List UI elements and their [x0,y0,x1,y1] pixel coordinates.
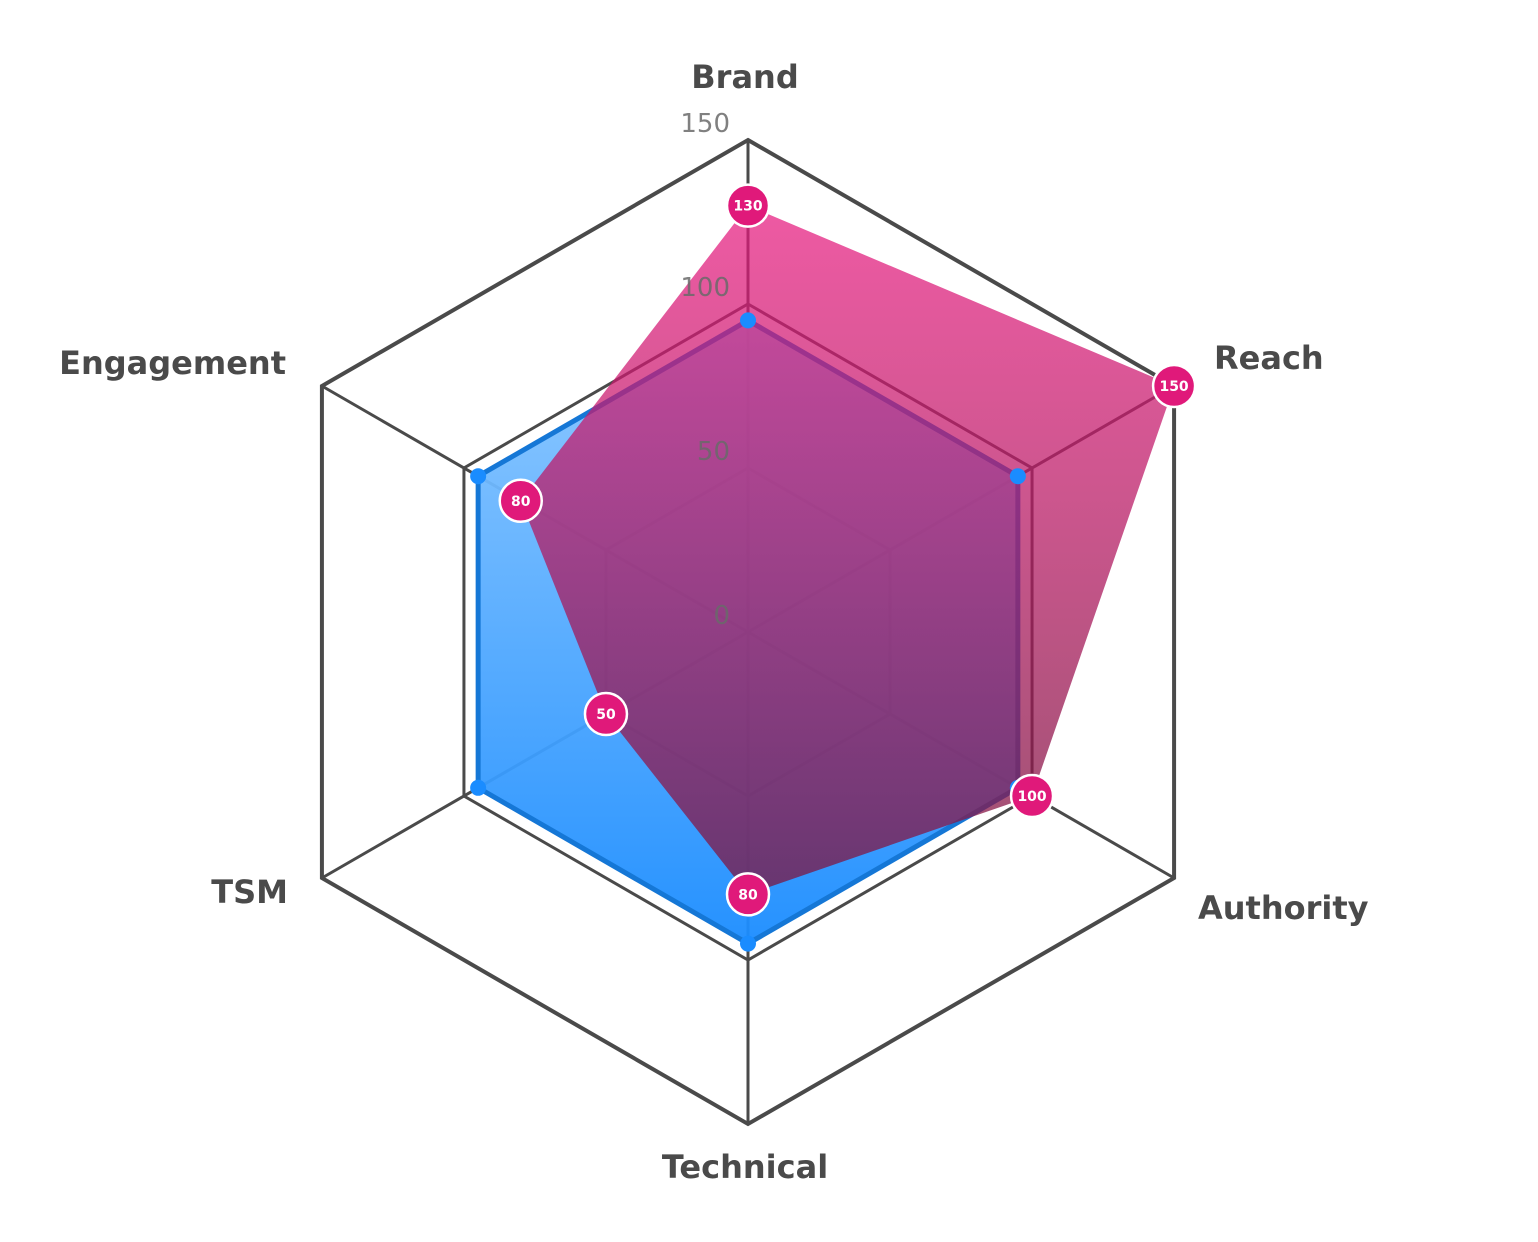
axis-label-reach: Reach [1214,339,1324,377]
axis-label-technical: Technical [662,1148,828,1186]
data-label-authority: 100 [1017,789,1046,805]
data-marker[interactable] [725,183,771,228]
data-point-authority[interactable]: 100 [1009,773,1055,819]
data-point-reach[interactable]: 150 [1151,363,1197,409]
axis-label-authority: Authority [1198,889,1369,927]
series-area-2 [520,205,1175,895]
data-dot-engagement[interactable] [470,468,487,485]
axis-label-tsm: TSM [211,873,288,911]
tick-label-0: 0 [713,601,730,631]
data-label-technical: 80 [738,887,758,903]
data-point-tsm[interactable]: 50 [583,691,629,737]
data-dot-reach[interactable] [1009,468,1026,485]
data-dot-technical[interactable] [740,935,756,952]
data-label-reach: 150 [1159,379,1188,395]
data-marker[interactable] [583,691,629,737]
data-label-brand: 130 [733,199,762,215]
data-point-engagement[interactable]: 80 [498,478,544,524]
axis-label-brand: Brand [691,58,798,96]
data-point-technical[interactable]: 80 [725,872,771,917]
data-marker[interactable] [1009,773,1055,819]
axis-label-engagement: Engagement [59,344,286,382]
data-marker[interactable] [1151,363,1197,409]
data-label-tsm: 50 [596,707,616,723]
data-point-brand[interactable]: 130 [725,183,771,228]
data-marker[interactable] [725,872,771,917]
data-label-engagement: 80 [511,494,531,510]
tick-label-50: 50 [697,437,730,467]
tick-label-150: 150 [680,109,730,139]
series-layer [475,205,1175,947]
tick-layer: 0 50 100 150 [680,109,730,631]
data-dot-brand[interactable] [740,312,756,329]
tick-label-100: 100 [680,273,730,303]
marker-layer: 130 150 100 80 50 80 [470,183,1197,952]
data-marker[interactable] [498,478,544,524]
data-dot-tsm[interactable] [470,779,487,796]
